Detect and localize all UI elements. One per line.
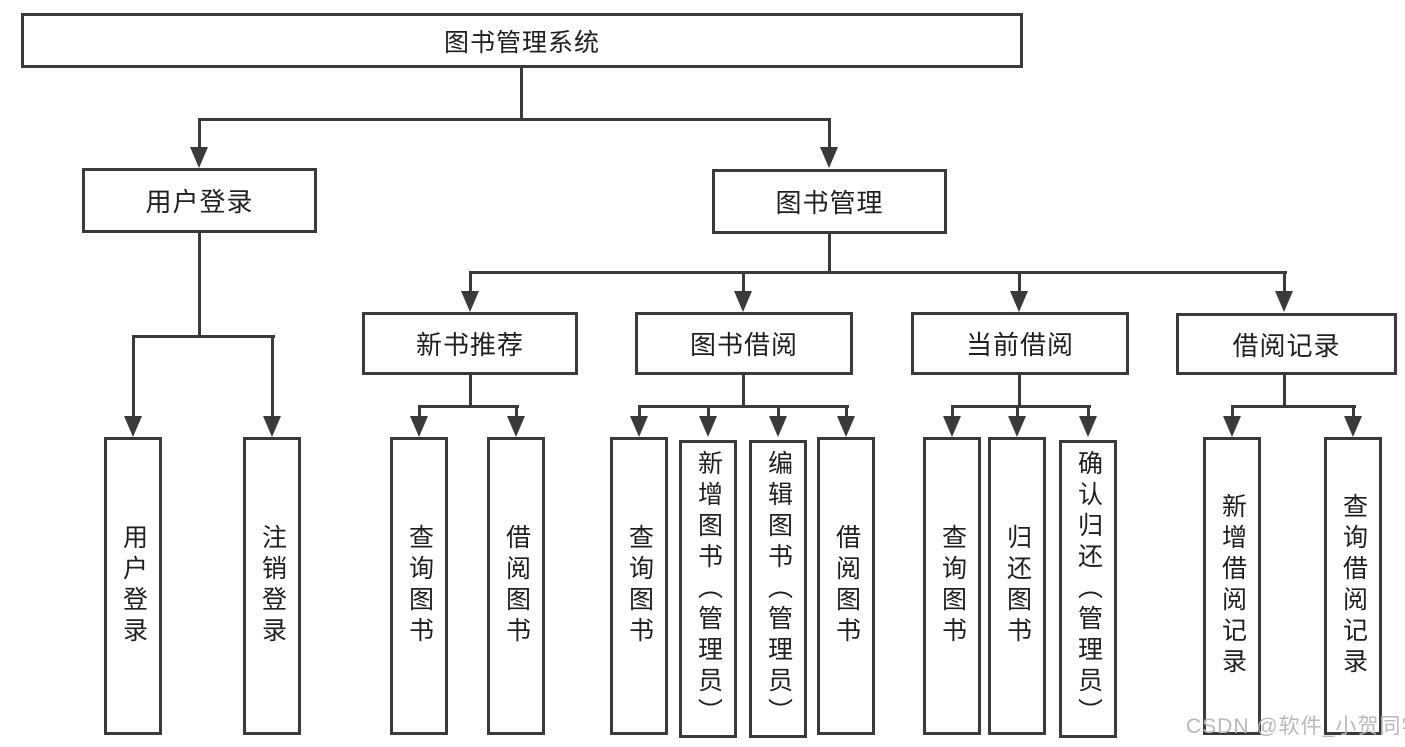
arrowhead-leaf-icon — [630, 416, 648, 437]
connector-new-books-drop — [469, 271, 472, 293]
connector-leaf-drop — [951, 405, 954, 418]
arrowhead-leaf-icon — [1079, 416, 1097, 437]
leaf-label: 查询图书 — [405, 524, 434, 648]
connector-leaf-drop — [777, 405, 780, 418]
connector-current-drop — [1018, 271, 1021, 293]
arrowhead-leaf-icon — [699, 416, 717, 437]
connector-leaf-drop — [515, 405, 518, 418]
leaf-label: 归还图书 — [1003, 524, 1032, 648]
connector-book-mgmt-drop — [828, 118, 831, 149]
node-borrowing-label: 图书借阅 — [689, 330, 798, 360]
arrowhead-leaf-icon — [263, 416, 281, 437]
leaf-borrow-books-1: 借阅图书 — [487, 437, 545, 735]
leaf-edit-book-admin: 编辑图书（管理员） — [749, 440, 807, 738]
connector-leaf-drop — [638, 405, 641, 418]
arrowhead-user-login-icon — [190, 147, 208, 168]
connector-leaf-drop — [418, 405, 421, 418]
arrowhead-leaf-icon — [769, 416, 787, 437]
connector-leaf-drop — [845, 405, 848, 418]
node-user-login: 用户登录 — [82, 168, 317, 233]
csdn-watermark: CSDN @软件_小贺同学 — [1186, 715, 1405, 738]
connector-user-login-rail — [132, 335, 275, 338]
connector-leaf-drop — [271, 335, 274, 418]
node-book-mgmt-label: 图书管理 — [775, 188, 884, 218]
leaf-label: 新增借阅记录 — [1218, 493, 1247, 679]
arrowhead-leaf-icon — [410, 416, 428, 437]
connector-records-drop — [1283, 271, 1286, 293]
connector-user-login-drop — [198, 118, 201, 149]
leaf-return-book: 归还图书 — [988, 437, 1046, 735]
connector-root-trunk — [520, 68, 523, 118]
connector-current-rail — [951, 405, 1091, 408]
leaf-label: 新增图书（管理员） — [694, 449, 723, 729]
leaf-label: 用户登录 — [119, 524, 148, 648]
leaf-label: 借阅图书 — [502, 524, 531, 648]
arrowhead-leaf-icon — [1344, 416, 1362, 437]
connector-user-login-trunk — [198, 233, 201, 335]
connector-records-trunk — [1283, 375, 1286, 405]
connector-level2-rail — [198, 118, 831, 121]
arrowhead-records-icon — [1275, 291, 1293, 312]
leaf-query-books-3: 查询图书 — [923, 437, 981, 735]
node-new-books: 新书推荐 — [362, 312, 578, 375]
leaf-logout: 注销登录 — [243, 437, 301, 735]
node-root-label: 图书管理系统 — [443, 28, 600, 57]
node-records: 借阅记录 — [1176, 313, 1397, 375]
leaf-label: 借阅图书 — [832, 524, 861, 648]
leaf-label: 查询借阅记录 — [1339, 493, 1368, 679]
node-book-mgmt: 图书管理 — [712, 169, 947, 234]
leaf-query-borrow-record: 查询借阅记录 — [1324, 437, 1382, 735]
leaf-label: 编辑图书（管理员） — [764, 449, 793, 729]
node-borrowing: 图书借阅 — [635, 312, 853, 375]
leaf-confirm-return-admin: 确认归还（管理员） — [1059, 440, 1117, 738]
leaf-add-borrow-record: 新增借阅记录 — [1203, 437, 1261, 735]
arrowhead-leaf-icon — [1008, 416, 1026, 437]
connector-new-books-rail — [418, 405, 519, 408]
arrowhead-leaf-icon — [943, 416, 961, 437]
connector-records-rail — [1231, 405, 1356, 408]
node-root: 图书管理系统 — [21, 13, 1023, 68]
connector-book-mgmt-trunk — [828, 234, 831, 271]
leaf-borrow-books-2: 借阅图书 — [817, 437, 875, 735]
leaf-query-books-2: 查询图书 — [610, 437, 668, 735]
connector-leaf-drop — [1231, 405, 1234, 418]
leaf-user-login: 用户登录 — [104, 437, 162, 735]
connector-leaf-drop — [132, 335, 135, 418]
connector-current-trunk — [1018, 375, 1021, 405]
node-current: 当前借阅 — [911, 312, 1129, 375]
node-new-books-label: 新书推荐 — [415, 330, 524, 360]
leaf-label: 确认归还（管理员） — [1074, 449, 1103, 729]
connector-borrowing-trunk — [742, 375, 745, 405]
connector-borrowing-drop — [742, 271, 745, 293]
node-current-label: 当前借阅 — [965, 330, 1074, 360]
arrowhead-book-mgmt-icon — [820, 147, 838, 168]
connector-new-books-trunk — [469, 375, 472, 405]
connector-leaf-drop — [1087, 405, 1090, 418]
arrowhead-new-books-icon — [461, 291, 479, 312]
connector-level3-rail — [469, 271, 1287, 274]
leaf-label: 查询图书 — [625, 524, 654, 648]
leaf-label: 注销登录 — [258, 524, 287, 648]
connector-leaf-drop — [1016, 405, 1019, 418]
connector-leaf-drop — [707, 405, 710, 418]
arrowhead-current-icon — [1010, 291, 1028, 312]
arrowhead-leaf-icon — [837, 416, 855, 437]
node-records-label: 借阅记录 — [1232, 330, 1341, 361]
arrowhead-borrowing-icon — [734, 291, 752, 312]
node-user-login-label: 用户登录 — [145, 187, 254, 217]
leaf-add-book-admin: 新增图书（管理员） — [679, 440, 737, 738]
connector-borrowing-rail — [638, 405, 849, 408]
arrowhead-leaf-icon — [507, 416, 525, 437]
arrowhead-leaf-icon — [1223, 416, 1241, 437]
connector-leaf-drop — [1352, 405, 1355, 418]
arrowhead-leaf-icon — [124, 416, 142, 437]
leaf-label: 查询图书 — [938, 524, 967, 648]
leaf-query-books-1: 查询图书 — [390, 437, 448, 735]
